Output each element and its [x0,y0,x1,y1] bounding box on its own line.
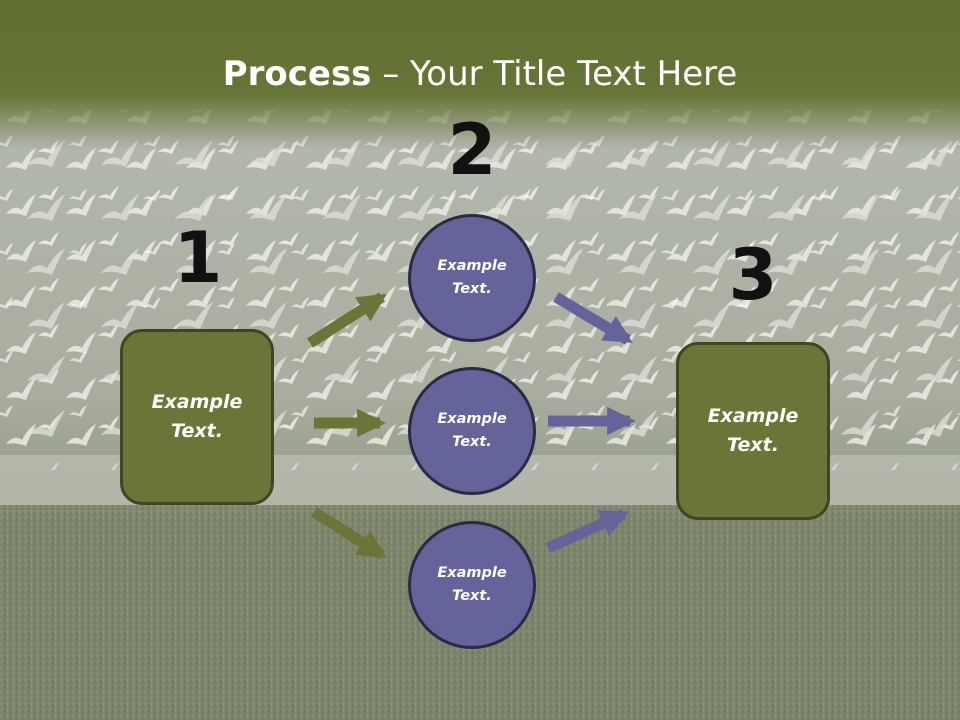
step1-box-label: Example Text. [151,391,243,442]
step-number-2: 2 [447,109,497,191]
step-number-3: 3 [728,234,778,316]
title-bold: Process [222,54,372,94]
step3-box-label: Example Text. [707,405,799,456]
circle-middle-label: Example Text. [437,411,507,450]
arrow-bottom-to-step3 [545,508,630,554]
step2-circle-bottom[interactable]: Example Text. [408,521,536,649]
step1-box[interactable]: Example Text. [120,329,274,505]
circle-top-label: Example Text. [437,258,507,297]
step-number-1: 1 [173,217,223,299]
title-band [0,0,960,150]
step3-box[interactable]: Example Text. [676,342,830,520]
step2-circle-middle[interactable]: Example Text. [408,367,536,495]
title-rest: – Your Title Text Here [371,54,738,94]
circle-bottom-label: Example Text. [437,565,507,604]
arrow-step1-to-top [307,292,387,348]
slide-title: Process – Your Title Text Here [0,52,960,96]
arrow-step1-to-bottom [311,507,387,560]
step2-circle-top[interactable]: Example Text. [408,214,536,342]
arrow-top-to-step3 [553,292,633,345]
